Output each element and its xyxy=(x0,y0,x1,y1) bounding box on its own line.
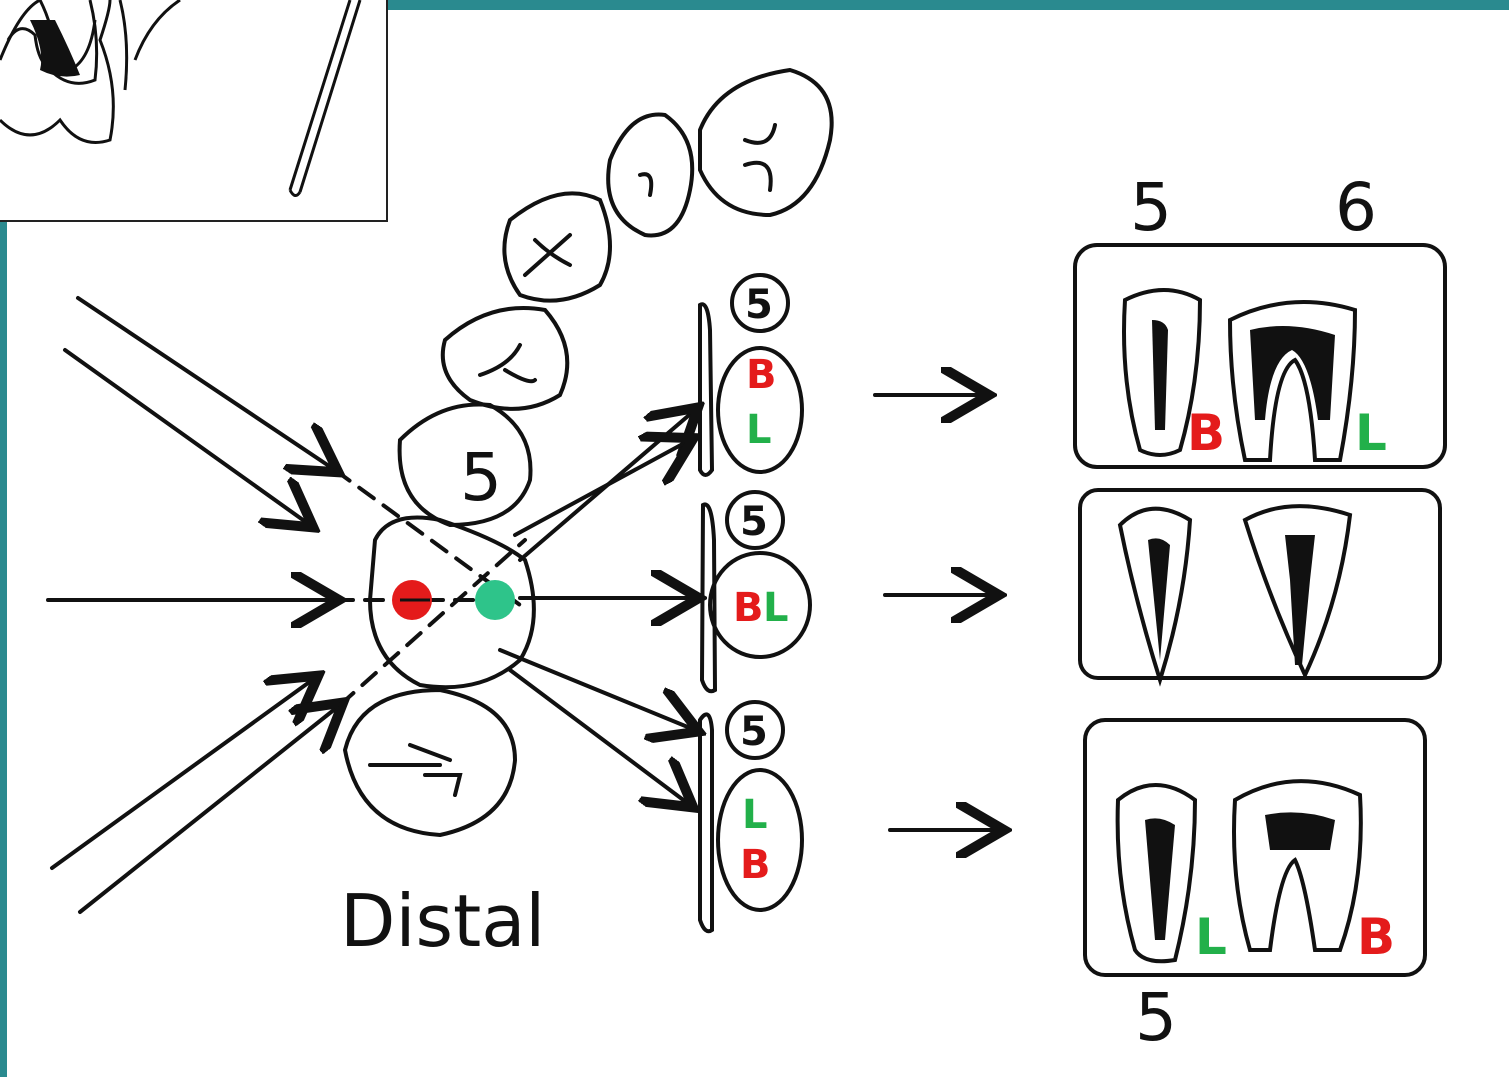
film-top-label-right: 6 xyxy=(1335,169,1377,246)
sensor-bottom-tooth-label: 5 xyxy=(740,709,768,755)
film-bottom-lingual-label: L xyxy=(1195,908,1227,966)
frame-border-left xyxy=(0,222,7,1077)
arch-tooth-4 xyxy=(440,306,570,411)
film-top-lingual-label: L xyxy=(1355,404,1387,462)
frame-border-top xyxy=(388,0,1509,10)
sensor-bottom-buccal-label: B xyxy=(740,842,771,888)
arch-tooth-molar xyxy=(698,67,834,218)
sensor-mid-tooth-label: 5 xyxy=(740,499,768,545)
film-top-buccal-label: B xyxy=(1187,404,1226,462)
sensor-top-lingual-label: L xyxy=(746,407,772,453)
arch-tooth-2 xyxy=(606,112,695,238)
film-bottom-label: 5 xyxy=(1135,979,1177,1056)
arch-tooth-3 xyxy=(502,191,612,303)
lingual-point xyxy=(475,580,515,620)
film-top-label-left: 5 xyxy=(1130,169,1172,246)
sensor-bar-top xyxy=(698,302,715,477)
sensor-bottom-lingual-label: L xyxy=(742,792,768,838)
film-frame-bottom xyxy=(1083,718,1427,977)
sensor-mid-buccal-label: B xyxy=(733,585,764,631)
arch-tooth-label: 5 xyxy=(460,439,502,516)
film-bottom-buccal-label: B xyxy=(1357,908,1396,966)
film-frame-top xyxy=(1073,243,1447,469)
sensor-mid-lingual-label: L xyxy=(763,585,789,631)
arch-tooth-lower xyxy=(342,687,518,838)
arch-tooth-6 xyxy=(367,515,536,690)
arch-tooth-5 xyxy=(397,402,533,528)
sensor-bar-mid xyxy=(699,502,718,694)
caption-distal: Distal xyxy=(340,879,546,963)
film-frame-mid xyxy=(1078,488,1442,680)
inset-radiograph-sketch xyxy=(0,0,388,222)
sensor-bar-bottom xyxy=(698,712,714,934)
sensor-top-buccal-label: B xyxy=(746,352,777,398)
sensor-top-tooth-label: 5 xyxy=(745,282,773,328)
